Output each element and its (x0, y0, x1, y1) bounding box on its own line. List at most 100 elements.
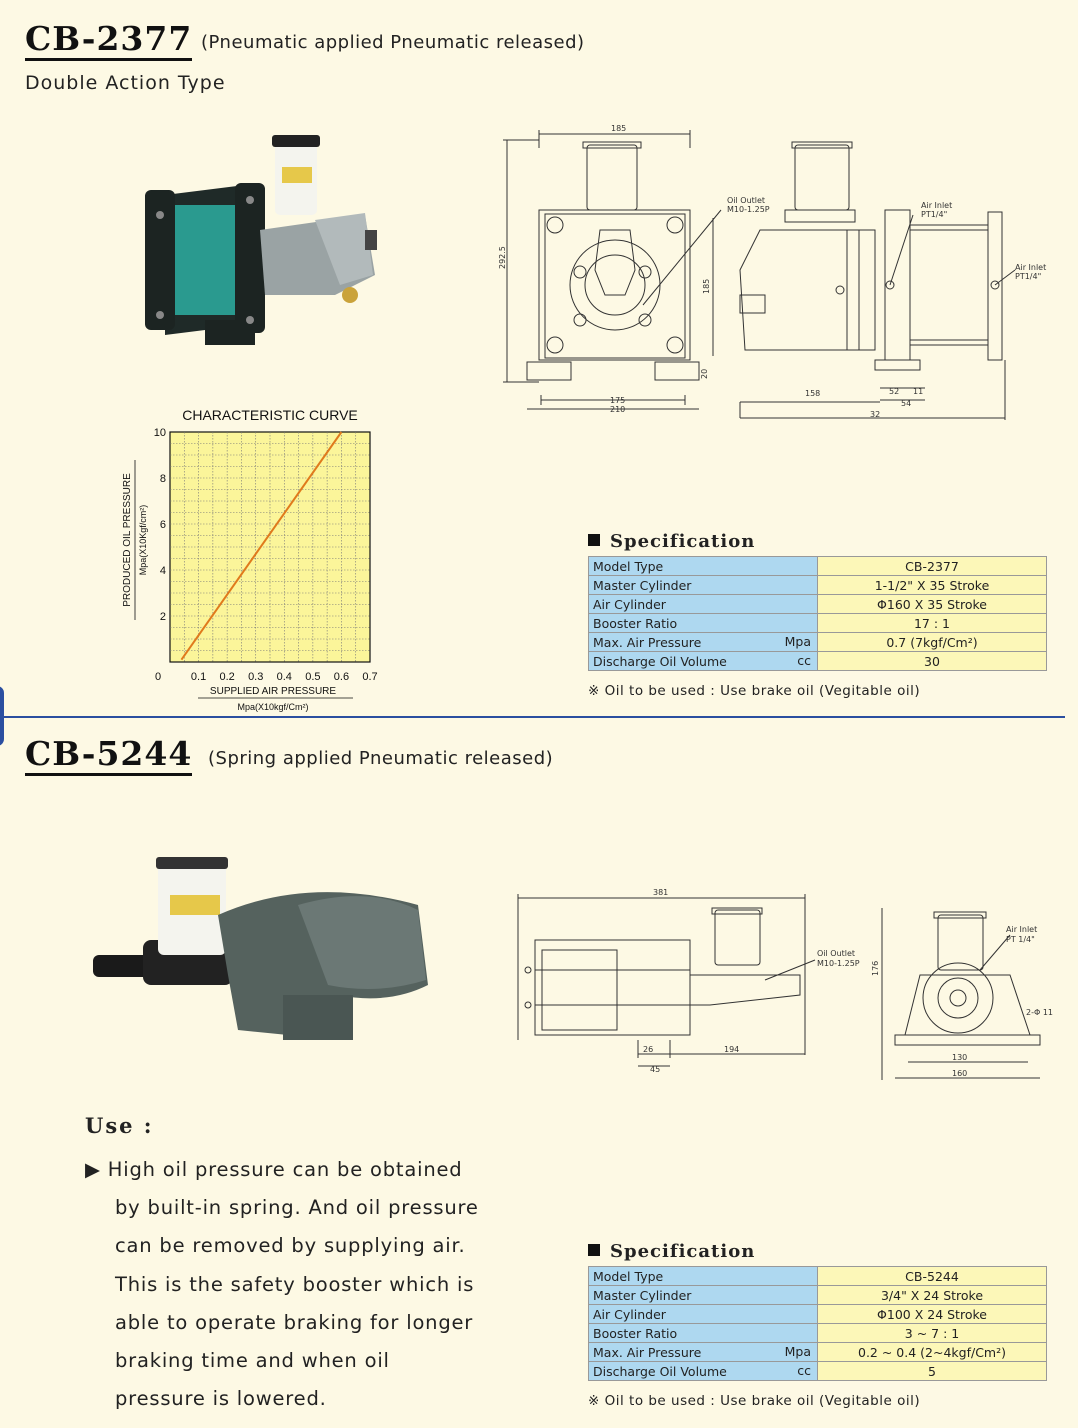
spec-label-cell: Master Cylinder (588, 575, 818, 595)
model-subtitle: (Pneumatic applied Pneumatic released) (201, 32, 585, 53)
dim-52: 52 (889, 387, 899, 396)
chart-xtick-label: 0 (155, 671, 161, 683)
dim-158: 158 (805, 389, 820, 398)
spec-label: Master Cylinder (593, 577, 692, 593)
spec-row: Air Cylinder Φ160 X 35 Stroke (588, 594, 1047, 614)
spec-unit: Mpa (784, 634, 811, 649)
spec-heading-text: Specification (610, 531, 756, 552)
section-divider (0, 716, 1065, 718)
spec-label-cell: Master Cylinder (588, 1285, 818, 1305)
spec-value: 30 (817, 651, 1047, 671)
oil-outlet-label-2: Oil Outlet (817, 949, 855, 958)
model-subtitle-2: (Spring applied Pneumatic released) (208, 748, 554, 769)
air-inlet-label-3: Air Inlet (1006, 925, 1037, 934)
hole-dim: 2-Φ 11 (1026, 1008, 1053, 1017)
spec-heading-1: Specification (588, 531, 755, 552)
spec-value: CB-5244 (817, 1266, 1047, 1286)
chart-xtick-label: 0.4 (277, 671, 292, 683)
spec-row: Max. Air Pressure Mpa 0.7 (7kgf/Cm²) (588, 632, 1047, 652)
spec-label: Air Cylinder (593, 596, 666, 612)
spec-label: Model Type (593, 1268, 664, 1284)
spec-row: Model Type CB-2377 (588, 556, 1047, 576)
chart-xtick-label: 0.7 (362, 671, 377, 683)
dim-176: 176 (871, 961, 880, 976)
type-label: Double Action Type (25, 72, 226, 94)
chart-xunit: Mpa(X10kgf/Cm²) (237, 702, 308, 712)
spec-value: Φ160 X 35 Stroke (817, 594, 1047, 614)
spec-value: 3 ~ 7 : 1 (817, 1323, 1047, 1343)
air-inlet-label-2: Air Inlet (1015, 263, 1046, 272)
chart-xtick-label: 0.1 (191, 671, 206, 683)
chart-yunit: Mpa(X10Kgf/cm²) (138, 505, 148, 576)
use-heading: Use : (85, 1113, 154, 1138)
spec-label: Max. Air Pressure (593, 634, 702, 650)
spec-label: Booster Ratio (593, 615, 678, 631)
oil-outlet-label: Oil Outlet (727, 196, 765, 205)
chart-xtick-label: 0.2 (219, 671, 234, 683)
spec-value: 1-1/2" X 35 Stroke (817, 575, 1047, 595)
dim-45: 45 (650, 1065, 660, 1074)
square-bullet-icon (588, 1244, 600, 1256)
chart-ytick-label: 2 (160, 611, 166, 623)
dim-185v: 185 (702, 279, 711, 294)
dim-292: 292.5 (498, 246, 507, 269)
dim-194: 194 (724, 1045, 739, 1054)
use-line: This is the safety booster which is (115, 1272, 475, 1296)
chart-xtick-label: 0.5 (305, 671, 320, 683)
dim-175: 175 (610, 396, 625, 405)
dim-11: 11 (913, 387, 923, 396)
spec-unit: Mpa (784, 1344, 811, 1359)
dim-20: 20 (700, 369, 709, 379)
spec-heading-2: Specification (588, 1241, 755, 1262)
spec-value: 5 (817, 1361, 1047, 1381)
dim-130: 130 (952, 1053, 967, 1062)
oil-outlet-thread-2: M10-1.25P (817, 959, 860, 968)
chart-ylabel: PRODUCED OIL PRESSURE (122, 473, 133, 607)
spec-value: CB-2377 (817, 556, 1047, 576)
oil-outlet-thread: M10-1.25P (727, 205, 770, 214)
spec-unit: cc (797, 653, 811, 668)
oil-note-2: ※ Oil to be used : Use brake oil (Vegita… (588, 1393, 921, 1409)
spec-value: 0.7 (7kgf/Cm²) (817, 632, 1047, 652)
model-title-cb2377: CB-2377 (25, 20, 193, 61)
dim-381: 381 (653, 888, 668, 897)
spec-label: Booster Ratio (593, 1325, 678, 1341)
use-line: braking time and when oil (115, 1349, 390, 1372)
spec-row: Model Type CB-5244 (588, 1266, 1047, 1286)
model-title-cb5244: CB-5244 (25, 735, 193, 776)
spec-label: Model Type (593, 558, 664, 574)
spec-row: Booster Ratio 3 ~ 7 : 1 (588, 1323, 1047, 1343)
chart-ytick-label: 8 (160, 473, 166, 485)
dim-54: 54 (901, 399, 911, 408)
spec-label: Master Cylinder (593, 1287, 692, 1303)
spec-label-cell: Booster Ratio (588, 613, 818, 633)
dim-32: 32 (870, 410, 880, 419)
chart-ytick-label: 6 (160, 519, 166, 531)
oil-note-1: ※ Oil to be used : Use brake oil (Vegita… (588, 683, 921, 699)
use-line: pressure is lowered. (115, 1387, 327, 1411)
chart-grid (169, 431, 371, 663)
product-photo-cb5244 (93, 857, 428, 1040)
chart-xtick-label: 0.3 (248, 671, 263, 683)
use-line: ▶ High oil pressure can be obtained (85, 1158, 463, 1181)
chart-ytick-label: 10 (154, 427, 166, 439)
air-inlet-thread-3: PT 1/4" (1006, 935, 1035, 944)
air-inlet-thread-2: PT1/4" (1015, 272, 1041, 281)
air-inlet-thread: PT1/4" (921, 210, 947, 219)
use-line: able to operate braking for longer (115, 1310, 474, 1334)
spec-label-cell: Max. Air Pressure Mpa (588, 632, 818, 652)
use-line: by built-in spring. And oil pressure (115, 1196, 479, 1220)
spec-label: Discharge Oil Volume (593, 1363, 727, 1379)
chart-xtick-label: 0.6 (334, 671, 349, 683)
dim-185: 185 (611, 124, 626, 133)
